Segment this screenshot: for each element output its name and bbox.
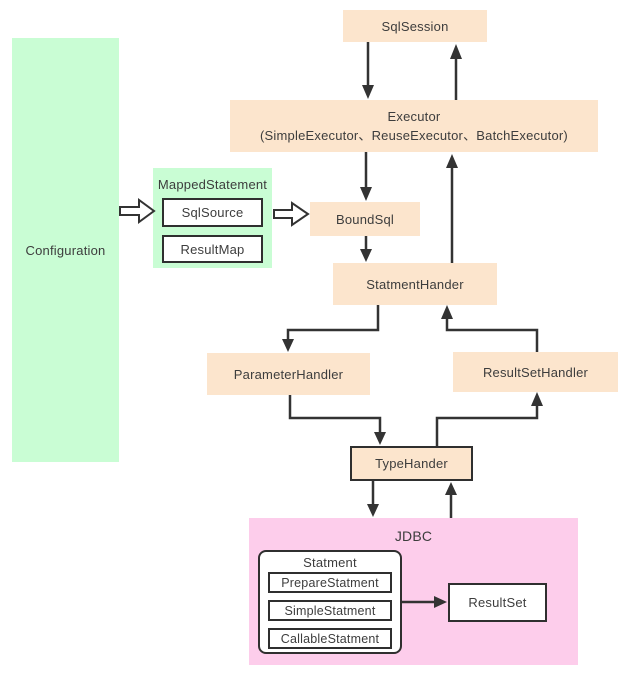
- hollow-arrow-configuration-to-mappedstatement: [119, 198, 156, 224]
- node-mapped-statement: MappedStatement SqlSource ResultMap: [153, 168, 272, 268]
- node-sqlsession: SqlSession: [343, 10, 487, 42]
- node-simple-statment: SimpleStatment: [268, 600, 392, 621]
- node-bound-sql-label: BoundSql: [336, 211, 394, 227]
- node-statment-hander-label: StatmentHander: [366, 276, 464, 292]
- node-callable-statment: CallableStatment: [268, 628, 392, 649]
- node-bound-sql: BoundSql: [310, 202, 420, 236]
- node-sql-source: SqlSource: [162, 198, 263, 227]
- node-executor-title: Executor: [387, 109, 441, 124]
- node-jdbc: JDBC Statment PrepareStatment SimpleStat…: [249, 518, 578, 665]
- node-executor: Executor (SimpleExecutor、ReuseExecutor、B…: [230, 100, 598, 152]
- node-configuration: Configuration: [12, 38, 119, 462]
- node-type-hander-label: TypeHander: [375, 456, 448, 471]
- arrow-sqlsession-to-executor: [362, 42, 374, 99]
- node-result-map-label: ResultMap: [180, 241, 245, 257]
- arrow-typehander-to-jdbc: [367, 481, 379, 517]
- arrow-jdbc-to-typehander: [445, 482, 457, 518]
- node-statment-label: Statment: [303, 555, 357, 570]
- arrow-statmenthander-to-executor: [446, 154, 458, 263]
- node-type-hander: TypeHander: [350, 446, 473, 481]
- node-simple-statment-label: SimpleStatment: [284, 603, 376, 618]
- node-callable-statment-label: CallableStatment: [280, 631, 380, 646]
- arrow-typehander-to-resultsethandler: [435, 392, 543, 446]
- node-sqlsession-label: SqlSession: [381, 18, 449, 34]
- node-result-set-handler-label: ResultSetHandler: [482, 364, 589, 380]
- node-configuration-label: Configuration: [25, 242, 106, 258]
- node-result-set-label: ResultSet: [468, 595, 527, 610]
- node-prepare-statment: PrepareStatment: [268, 572, 392, 593]
- node-prepare-statment-label: PrepareStatment: [281, 575, 379, 590]
- arrow-statmenthander-to-parameterhandler: [282, 305, 380, 352]
- arrow-parameterhandler-to-typehander: [288, 395, 386, 445]
- hollow-arrow-sqlsource-to-boundsql: [273, 201, 310, 227]
- node-executor-subtitle: (SimpleExecutor、ReuseExecutor、BatchExecu…: [260, 128, 568, 143]
- node-result-set: ResultSet: [448, 583, 547, 622]
- node-statment: Statment PrepareStatment SimpleStatment …: [258, 550, 402, 654]
- node-parameter-handler-label: ParameterHandler: [233, 366, 344, 382]
- node-parameter-handler: ParameterHandler: [207, 353, 370, 395]
- arrow-boundsql-to-statmenthander: [360, 236, 372, 262]
- node-mapped-statement-label: MappedStatement: [157, 177, 268, 192]
- arrow-executor-to-boundsql: [360, 152, 372, 201]
- arrow-executor-to-sqlsession: [450, 44, 462, 100]
- node-jdbc-label: JDBC: [394, 528, 433, 544]
- arrow-resultsethandler-to-statmenthander: [441, 305, 539, 352]
- node-statment-hander: StatmentHander: [333, 263, 497, 305]
- node-result-set-handler: ResultSetHandler: [453, 352, 618, 392]
- node-sql-source-label: SqlSource: [181, 205, 244, 220]
- node-result-map: ResultMap: [162, 235, 263, 263]
